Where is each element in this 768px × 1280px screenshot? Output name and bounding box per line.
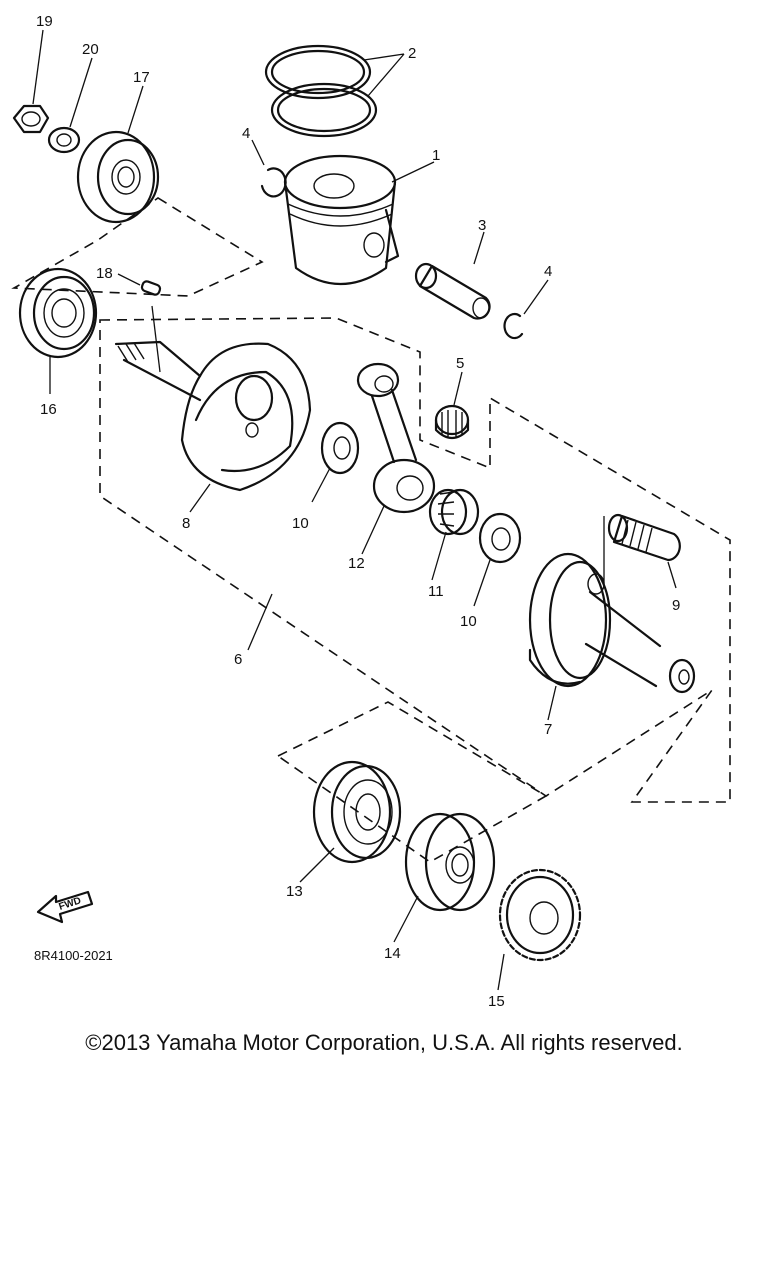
callout-20: 20 [82, 41, 99, 58]
copyright-notice: ©2013 Yamaha Motor Corporation, U.S.A. A… [85, 1030, 683, 1055]
big-end-bearing-part-11 [428, 488, 480, 536]
gear-part-15 [498, 868, 582, 962]
piston-rings-part-2 [264, 44, 378, 138]
crank-right-part-7 [528, 552, 696, 694]
exploded-parts-diagram: FWD 19 20 17 2 4 1 3 4 18 5 16 8 10 12 1… [11, 13, 731, 1010]
callout-1: 1 [432, 147, 440, 164]
piston-part-1 [283, 154, 400, 285]
thrust-washer-part-10-right [478, 512, 522, 564]
callout-13: 13 [286, 883, 303, 900]
circlip-part-4-lower [503, 312, 524, 340]
bearing-part-16 [18, 267, 98, 359]
callout-4-lower: 4 [544, 263, 552, 280]
callout-11: 11 [428, 583, 444, 600]
piston-pin-part-3 [414, 262, 491, 320]
callout-19: 19 [36, 13, 53, 30]
callout-16: 16 [40, 401, 57, 418]
oil-seal-part-17 [76, 130, 160, 224]
key-part-18 [140, 280, 162, 296]
crank-pin-part-9 [607, 513, 681, 562]
callout-10-right: 10 [460, 613, 477, 630]
callout-15: 15 [488, 993, 505, 1010]
crankshaft-assembly-outline [99, 317, 731, 803]
callout-2: 2 [408, 45, 416, 62]
callout-5: 5 [456, 355, 464, 372]
callout-7: 7 [544, 721, 552, 738]
callout-12: 12 [348, 555, 365, 572]
connecting-rod-part-12 [356, 362, 436, 514]
callout-18: 18 [96, 265, 113, 282]
callout-8: 8 [182, 515, 190, 532]
bearing-group-outline-top [11, 197, 264, 297]
bearing-part-13 [312, 760, 402, 864]
small-end-bearing-part-5 [434, 404, 470, 440]
leader-lines [32, 29, 677, 991]
washer-part-20 [47, 126, 81, 154]
callout-10-left: 10 [292, 515, 309, 532]
fwd-arrow-icon: FWD [36, 890, 94, 924]
oil-seal-part-14 [404, 812, 496, 912]
callout-17: 17 [133, 69, 150, 86]
diagram-code: 8R4100-2021 [34, 948, 113, 963]
callout-6: 6 [234, 651, 242, 668]
circlip-part-4-upper [260, 167, 287, 198]
bearing-group-outline-bottom [276, 701, 548, 863]
thrust-washer-part-10-left [320, 421, 360, 475]
callout-3: 3 [478, 217, 486, 234]
callout-9: 9 [672, 597, 680, 614]
nut-part-19 [12, 104, 50, 134]
callout-4-upper: 4 [242, 125, 250, 142]
crank-left-part-8 [114, 340, 312, 492]
callout-14: 14 [384, 945, 401, 962]
